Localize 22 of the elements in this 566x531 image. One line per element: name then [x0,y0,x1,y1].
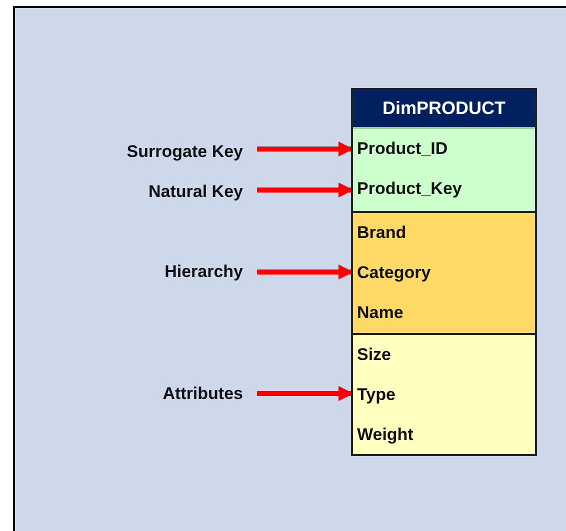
field-name: Weight [357,424,414,446]
table [351,88,537,456]
arrow [257,264,354,280]
table-row [353,169,535,211]
field-name: Type [357,384,396,406]
table-section [353,211,535,333]
callout-label: Attributes [162,383,243,405]
field-name: Category [357,262,431,284]
arrow [257,386,354,401]
arrow [257,142,354,156]
callout-label: Natural Key [148,181,243,203]
callout-label: Surrogate Key [126,141,243,163]
table-title: DimPRODUCT [381,97,506,120]
field-name: Brand [357,222,406,244]
field-name: Product_ID [357,138,448,160]
callout-label: Hierarchy [164,261,243,283]
field-name: Product_Key [357,178,462,200]
arrow [257,182,354,198]
field-name: Size [357,344,392,366]
field-name: Name [357,302,404,324]
table-section [353,333,535,454]
table-row [353,129,535,169]
